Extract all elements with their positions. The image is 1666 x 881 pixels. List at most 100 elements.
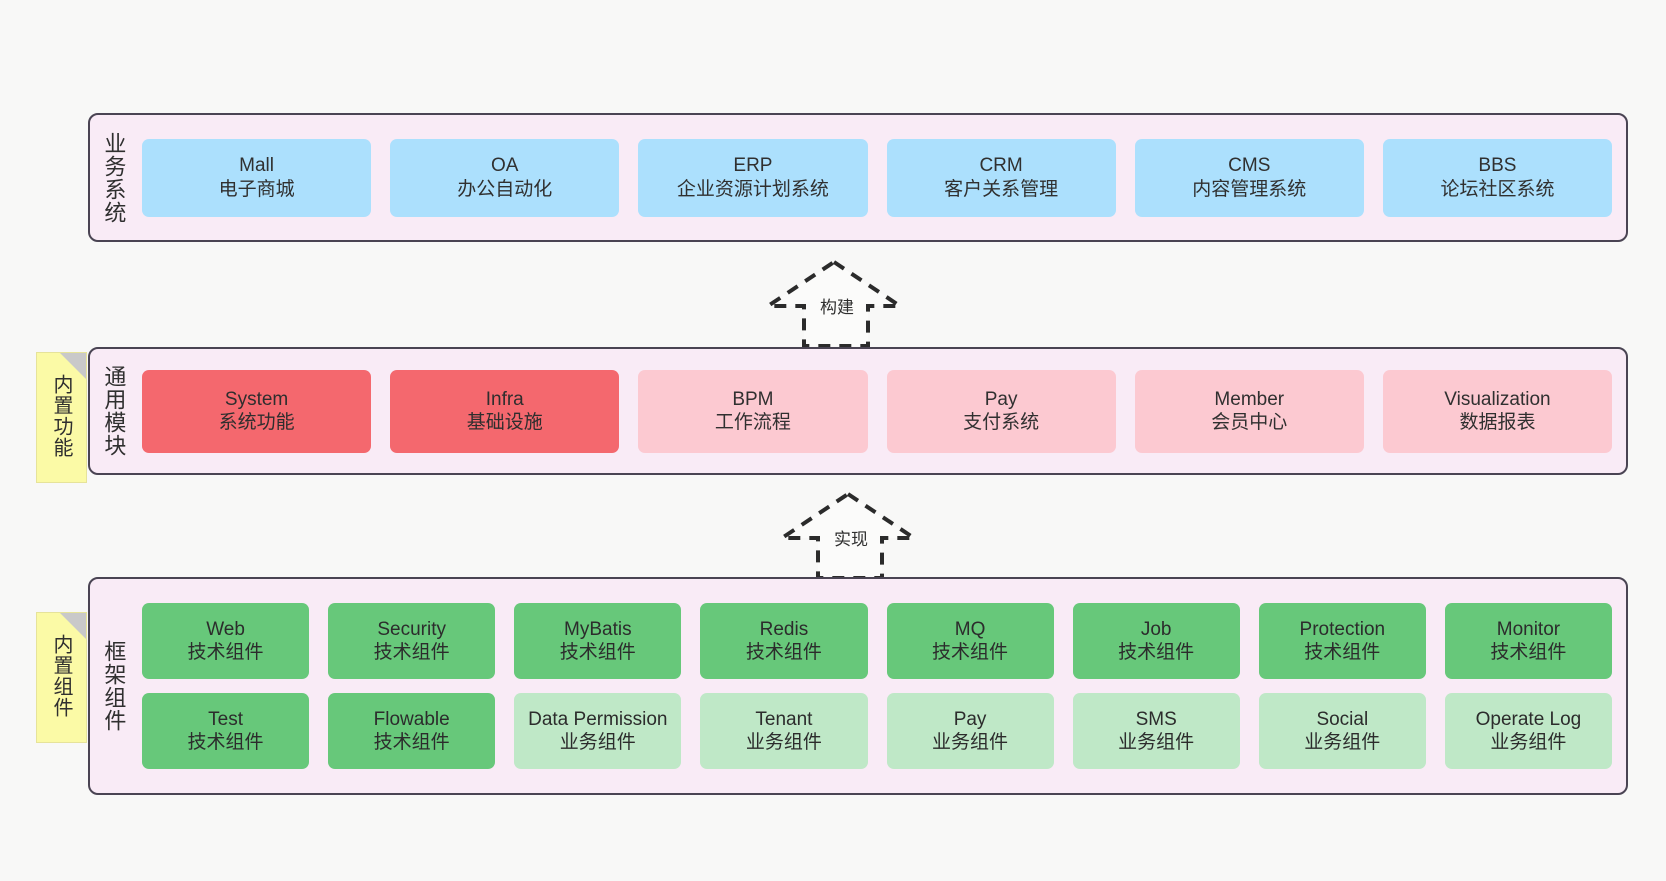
- fold-corner-icon: [60, 353, 86, 379]
- card-title: CMS: [1228, 155, 1271, 177]
- card-subtitle: 技术组件: [932, 642, 1009, 663]
- card-subtitle: 业务组件: [1490, 732, 1567, 753]
- fold-corner-icon: [60, 613, 86, 639]
- card-subtitle: 技术组件: [187, 732, 264, 753]
- card-subtitle: 技术组件: [559, 642, 636, 663]
- card-subtitle: 客户关系管理: [944, 178, 1059, 200]
- connector-implement-label: 实现: [834, 530, 868, 549]
- card-title: Flowable: [373, 708, 450, 730]
- card-subtitle: 业务组件: [1118, 732, 1195, 753]
- layer-common-modules: 通用模块 System 系统功能 Infra 基础设施 BPM 工作流程 Pay…: [88, 347, 1628, 475]
- card-member[interactable]: Member 会员中心: [1134, 369, 1364, 453]
- card-row: Web 技术组件 Security 技术组件 MyBatis 技术组件 Redi…: [142, 603, 1612, 679]
- sticky-note-builtin-components: 内置组件: [36, 612, 87, 743]
- card-subtitle: 技术组件: [1304, 642, 1381, 663]
- card-title: Operate Log: [1475, 708, 1582, 730]
- card-oa[interactable]: OA 办公自动化: [390, 138, 620, 217]
- card-subtitle: 技术组件: [373, 642, 450, 663]
- card-title: Redis: [759, 618, 809, 640]
- card-title: Tenant: [755, 708, 813, 730]
- card-subtitle: 技术组件: [187, 642, 264, 663]
- card-system[interactable]: System 系统功能: [142, 369, 372, 453]
- card-subtitle: 论坛社区系统: [1440, 178, 1555, 200]
- card-title: Test: [208, 708, 243, 730]
- card-title: ERP: [733, 155, 773, 177]
- layer-framework-components: 框架组件 Web 技术组件 Security 技术组件 MyBatis 技术组件…: [88, 577, 1628, 795]
- card-subtitle: 技术组件: [745, 642, 822, 663]
- card-pay-component[interactable]: Pay 业务组件: [886, 693, 1054, 769]
- card-sms[interactable]: SMS 业务组件: [1072, 693, 1240, 769]
- card-subtitle: 业务组件: [1304, 732, 1381, 753]
- layer-title-common-modules: 通用模块: [101, 365, 127, 457]
- layer-business-systems: 业务系统 Mall 电子商城 OA 办公自动化 ERP 企业资源计划系统 CRM…: [88, 113, 1628, 242]
- layer-title-business-systems: 业务系统: [101, 131, 127, 224]
- card-mybatis[interactable]: MyBatis 技术组件: [514, 603, 682, 679]
- card-title: MyBatis: [564, 618, 632, 640]
- card-erp[interactable]: ERP 企业资源计划系统: [638, 138, 868, 217]
- card-row: Mall 电子商城 OA 办公自动化 ERP 企业资源计划系统 CRM 客户关系…: [142, 138, 1613, 217]
- card-title: Pay: [984, 388, 1018, 410]
- card-subtitle: 业务组件: [932, 732, 1009, 753]
- card-title: Mall: [239, 155, 274, 177]
- card-test[interactable]: Test 技术组件: [142, 693, 310, 769]
- card-title: Security: [377, 618, 446, 640]
- card-visualization[interactable]: Visualization 数据报表: [1382, 369, 1613, 453]
- card-title: Data Permission: [528, 708, 668, 730]
- sticky-note-label: 内置功能: [50, 373, 72, 458]
- card-redis[interactable]: Redis 技术组件: [700, 603, 868, 679]
- card-row: Test 技术组件 Flowable 技术组件 Data Permission …: [142, 693, 1612, 769]
- card-crm[interactable]: CRM 客户关系管理: [886, 138, 1116, 217]
- card-social[interactable]: Social 业务组件: [1258, 693, 1426, 769]
- card-subtitle: 基础设施: [466, 412, 543, 433]
- card-title: Job: [1140, 618, 1172, 640]
- card-cms[interactable]: CMS 内容管理系统: [1134, 138, 1364, 217]
- card-operate-log[interactable]: Operate Log 业务组件: [1444, 693, 1612, 769]
- card-title: SMS: [1135, 708, 1177, 730]
- card-title: BBS: [1478, 155, 1517, 177]
- card-web[interactable]: Web 技术组件: [142, 603, 310, 679]
- card-tenant[interactable]: Tenant 业务组件: [700, 693, 868, 769]
- card-subtitle: 技术组件: [373, 732, 450, 753]
- card-title: System: [224, 388, 289, 410]
- layer-title-framework-components: 框架组件: [101, 640, 127, 732]
- card-subtitle: 技术组件: [1490, 642, 1567, 663]
- card-protection[interactable]: Protection 技术组件: [1258, 603, 1426, 679]
- card-title: CRM: [979, 155, 1023, 177]
- card-flowable[interactable]: Flowable 技术组件: [328, 693, 496, 769]
- card-row: System 系统功能 Infra 基础设施 BPM 工作流程 Pay 支付系统…: [142, 369, 1613, 453]
- card-subtitle: 电子商城: [218, 178, 295, 200]
- card-subtitle: 会员中心: [1211, 412, 1288, 433]
- card-title: Infra: [485, 388, 524, 410]
- card-subtitle: 企业资源计划系统: [676, 178, 829, 200]
- card-title: Monitor: [1496, 618, 1561, 640]
- card-title: OA: [491, 155, 519, 177]
- card-mq[interactable]: MQ 技术组件: [886, 603, 1054, 679]
- card-subtitle: 业务组件: [559, 732, 636, 753]
- card-subtitle: 工作流程: [714, 412, 791, 433]
- card-subtitle: 技术组件: [1118, 642, 1195, 663]
- card-title: Protection: [1299, 618, 1386, 640]
- card-title: BPM: [732, 388, 774, 410]
- card-data-permission[interactable]: Data Permission 业务组件: [514, 693, 682, 769]
- connector-build-label: 构建: [820, 298, 854, 317]
- sticky-note-builtin-functions: 内置功能: [36, 352, 87, 483]
- card-security[interactable]: Security 技术组件: [328, 603, 496, 679]
- card-title: Web: [206, 618, 245, 640]
- card-title: MQ: [954, 618, 986, 640]
- layer-body-common-modules: System 系统功能 Infra 基础设施 BPM 工作流程 Pay 支付系统…: [136, 349, 1626, 473]
- card-monitor[interactable]: Monitor 技术组件: [1444, 603, 1612, 679]
- card-bbs[interactable]: BBS 论坛社区系统: [1382, 138, 1613, 217]
- card-subtitle: 系统功能: [218, 412, 295, 433]
- card-mall[interactable]: Mall 电子商城: [142, 138, 372, 217]
- card-bpm[interactable]: BPM 工作流程: [638, 369, 868, 453]
- card-title: Member: [1214, 388, 1285, 410]
- card-pay-module[interactable]: Pay 支付系统: [886, 369, 1116, 453]
- layer-body-business-systems: Mall 电子商城 OA 办公自动化 ERP 企业资源计划系统 CRM 客户关系…: [136, 115, 1626, 240]
- card-job[interactable]: Job 技术组件: [1072, 603, 1240, 679]
- card-subtitle: 支付系统: [963, 412, 1040, 433]
- card-infra[interactable]: Infra 基础设施: [390, 369, 620, 453]
- card-title: Pay: [953, 708, 987, 730]
- card-subtitle: 业务组件: [745, 732, 822, 753]
- card-title: Social: [1316, 708, 1369, 730]
